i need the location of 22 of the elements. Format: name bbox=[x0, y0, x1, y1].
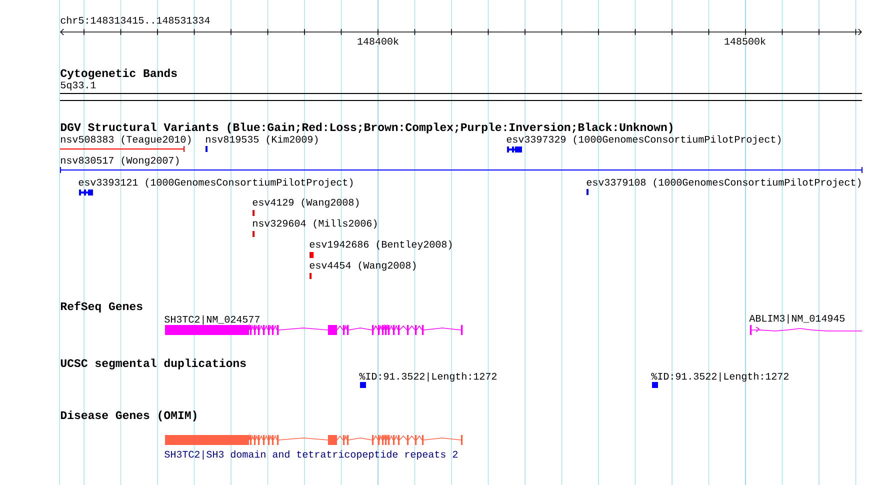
feature-label: ABLIM3|NM_014945 bbox=[749, 314, 845, 324]
feature-label: nsv329604 (Mills2006) bbox=[253, 219, 377, 229]
feature-label: nsv830517 (Wong2007) bbox=[61, 156, 179, 166]
coordinate-label: chr5:148313415..148531334 bbox=[60, 16, 210, 24]
track-title: Disease Genes (OMIM) bbox=[60, 410, 196, 422]
track-title: RefSeq Genes bbox=[60, 302, 142, 312]
feature-label: %ID:91.3522|Length:1272 bbox=[359, 372, 496, 382]
feature-label: SH3TC2|SH3 domain and tetratricopeptide repeats 2 bbox=[164, 450, 458, 460]
feature-label: esv4129 (Wang2008) bbox=[252, 198, 359, 208]
band-label: 5q33.1 bbox=[60, 82, 96, 90]
feature-label: nsv508383 (Teague2010) bbox=[61, 135, 191, 145]
feature-label: nsv819535 (Kim2009) bbox=[206, 135, 318, 145]
feature-label: %ID:91.3522|Length:1272 bbox=[651, 372, 788, 382]
track-title: UCSC segmental duplications bbox=[60, 358, 246, 370]
track-title: DGV Structural Variants (Blue:Gain;Red:Loss;Brown:Complex;Purple:Inversion;Black:Unknown) bbox=[60, 122, 672, 134]
feature-label: SH3TC2|NM_024577 bbox=[164, 315, 260, 325]
feature-label: esv4454 (Wang2008) bbox=[310, 261, 416, 271]
feature-label: esv3397329 (1000GenomesConsortiumPilotProject) bbox=[506, 135, 781, 145]
track-title: Cytogenetic Bands bbox=[60, 68, 177, 80]
feature-label: esv3393121 (1000GenomesConsortiumPilotProject) bbox=[78, 178, 353, 188]
feature-label: esv1942686 (Bentley2008) bbox=[310, 240, 452, 250]
feature-label: esv3379108 (1000GenomesConsortiumPilotProject) bbox=[586, 178, 861, 188]
